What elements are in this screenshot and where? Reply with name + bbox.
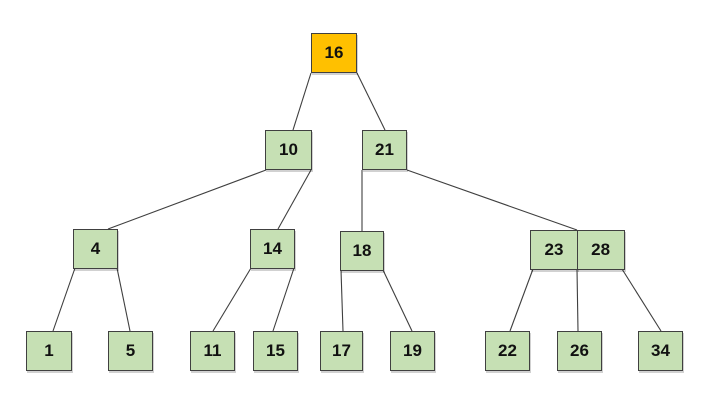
tree-node-18-value: 18 — [340, 231, 384, 271]
edge-4-5 — [116, 267, 131, 332]
tree-node-11: 11 — [190, 331, 235, 371]
edge-18-17 — [340, 269, 344, 332]
tree-node-19-value: 19 — [390, 331, 435, 371]
tree-node-23-value: 23 — [530, 230, 578, 270]
edge-14-15 — [272, 267, 295, 332]
tree-node-19: 19 — [390, 331, 435, 371]
tree-node-17: 17 — [320, 331, 363, 371]
tree-node-10-value: 10 — [265, 130, 312, 170]
tree-node-15-value: 15 — [253, 331, 298, 371]
tree-node-4-value: 4 — [73, 229, 118, 269]
tree-node-5-value: 5 — [108, 331, 153, 371]
tree-node-4: 4 — [73, 229, 118, 269]
tree-node-34-value: 34 — [638, 331, 683, 371]
tree-node-21: 21 — [362, 130, 407, 170]
tree-node-14: 14 — [250, 229, 295, 269]
tree-node-28-value: 28 — [576, 230, 625, 270]
edge-14-11 — [212, 267, 252, 332]
tree-node-26: 26 — [557, 331, 602, 371]
edge-23-28-26 — [576, 268, 579, 332]
tree-node-22-value: 22 — [485, 331, 530, 371]
edge-10-4 — [107, 169, 267, 230]
edge-16-21 — [356, 72, 386, 131]
edge-23-28-34 — [621, 268, 662, 332]
tree-node-11-value: 11 — [190, 331, 235, 371]
edge-18-19 — [382, 269, 413, 332]
edge-4-1 — [52, 267, 76, 332]
tree-node-15: 15 — [253, 331, 298, 371]
tree-node-16: 16 — [311, 33, 357, 73]
tree-node-18: 18 — [340, 231, 384, 271]
edge-16-10 — [292, 72, 312, 131]
tree-node-1-value: 1 — [26, 331, 72, 371]
tree-node-16-value: 16 — [311, 33, 357, 73]
edge-10-14 — [277, 169, 312, 230]
tree-node-10: 10 — [265, 130, 312, 170]
tree-node-5: 5 — [108, 331, 153, 371]
tree-node-17-value: 17 — [320, 331, 363, 371]
tree-node-22: 22 — [485, 331, 530, 371]
tree-node-34: 34 — [638, 331, 683, 371]
edge-23-28-22 — [509, 268, 534, 332]
tree-node-21-value: 21 — [362, 130, 407, 170]
tree-node-26-value: 26 — [557, 331, 602, 371]
tree-node-14-value: 14 — [250, 229, 295, 269]
tree-node-1: 1 — [26, 331, 72, 371]
tree-node-23-28: 23 28 — [530, 230, 625, 270]
edge-21-23-28 — [406, 169, 578, 231]
